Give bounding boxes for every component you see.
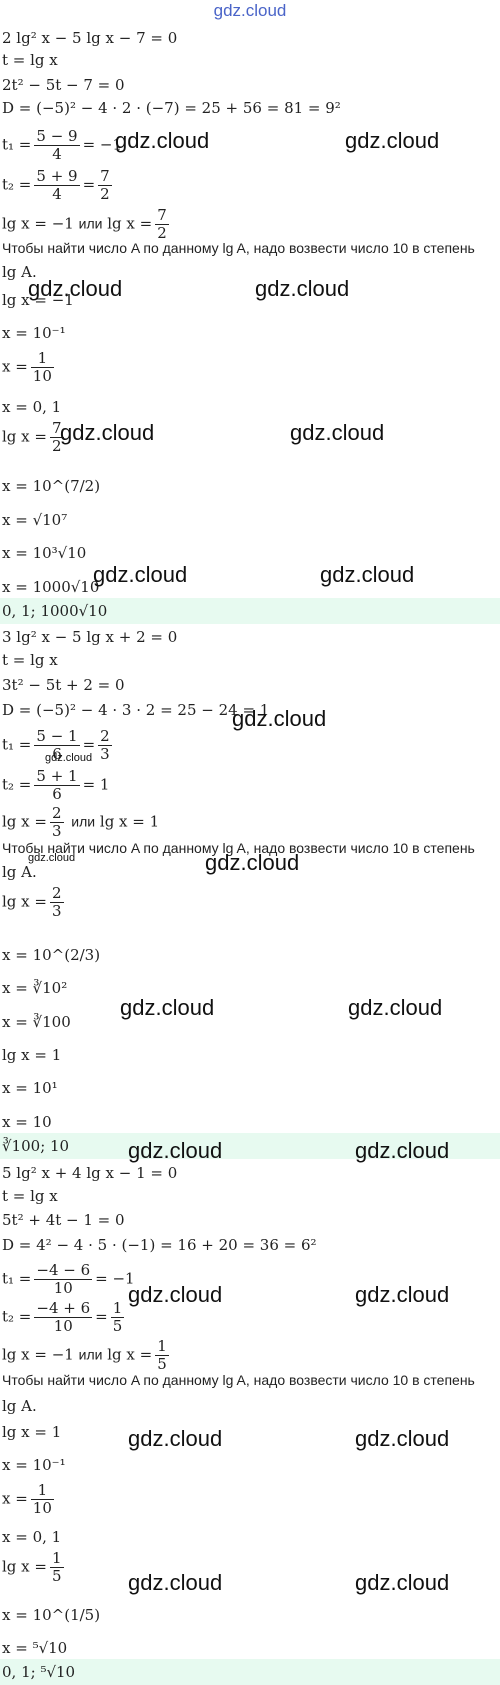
watermark: gdz.cloud [255,276,350,301]
watermark: gdz.cloud [348,995,443,1020]
step-b2-1: x = 10^(7/2) [2,477,101,495]
substitution-2: t = lg x [2,651,58,669]
substitution-1: t = lg x [2,51,58,69]
watermark: gdz.cloud [93,562,188,587]
step-b4-1: x = 10³√10 [2,544,87,562]
step-b2-2: x = 10¹ [2,1079,58,1097]
watermark: gdz.cloud [290,420,385,445]
step-a4-3: x = 0, 1 [2,1528,62,1546]
step-b3-1: x = √10⁷ [2,511,68,529]
discriminant-1: D = (−5)² − 4 · 2 · (−7) = 25 + 56 = 81 … [2,99,341,117]
watermark: gdz.cloud [355,1282,450,1307]
rule-text-2: Чтобы найти число A по данному lg A, над… [2,840,475,856]
step-a2-3: x = 10⁻¹ [2,1456,66,1474]
rule-text-1: Чтобы найти число A по данному lg A, над… [2,240,475,256]
watermark-small: gdz.cloud [45,752,93,764]
quadratic-1: 2t² − 5t − 7 = 0 [2,76,125,94]
watermark: gdz.cloud [205,850,300,875]
step-b2-3: x = 10^(1/5) [2,1606,101,1624]
watermark-small: gdz.cloud [28,852,76,864]
watermark: gdz.cloud [320,562,415,587]
answer-3: 0, 1; ⁵√10 [0,1659,500,1685]
quadratic-3: 5t² + 4t − 1 = 0 [2,1211,125,1229]
watermark: gdz.cloud [355,1426,450,1451]
lg-a-2: lg A. [2,863,37,881]
lg-a-1: lg A. [2,263,37,281]
step-a3-2: x = ∛10² [2,979,68,997]
step-a1-3: lg x = 1 [2,1423,62,1441]
watermark: gdz.cloud [128,1426,223,1451]
watermark: gdz.cloud [128,1138,223,1163]
substitution-3: t = lg x [2,1187,58,1205]
step-a1-1: lg x = −1 [2,291,74,309]
lg-a-3: lg A. [2,1397,37,1415]
answer-2: ∛100; 10 [0,1133,500,1159]
step-b3-3: x = ⁵√10 [2,1639,68,1657]
rule-text-3: Чтобы найти число A по данному lg A, над… [2,1372,475,1388]
watermark: gdz.cloud [345,128,440,153]
watermark: gdz.cloud [28,276,123,301]
watermark: gdz.cloud [60,420,155,445]
discriminant-2: D = (−5)² − 4 · 3 · 2 = 25 − 24 = 1 [2,701,270,719]
watermark: gdz.cloud [232,706,327,731]
step-b1-2: lg x = 1 [2,1046,62,1064]
equation-2: 3 lg² x − 5 lg x + 2 = 0 [2,628,178,646]
equation-1: 2 lg² x − 5 lg x − 7 = 0 [2,29,178,47]
step-b3-2: x = 10 [2,1113,52,1131]
step-a2-1: x = 10⁻¹ [2,324,66,342]
watermark: gdz.cloud [128,1570,223,1595]
watermark: gdz.cloud [120,995,215,1020]
watermark: gdz.cloud [355,1138,450,1163]
discriminant-3: D = 4² − 4 · 5 · (−1) = 16 + 20 = 36 = 6… [2,1236,317,1254]
watermark: gdz.cloud [128,1282,223,1307]
quadratic-2: 3t² − 5t + 2 = 0 [2,676,125,694]
site-header[interactable]: gdz.cloud [213,1,287,20]
watermark: gdz.cloud [355,1570,450,1595]
step-b5-1: x = 1000√10 [2,578,100,596]
step-a2-2: x = 10^(2/3) [2,946,101,964]
equation-3: 5 lg² x + 4 lg x − 1 = 0 [2,1164,178,1182]
step-a4-2: x = ∛100 [2,1013,71,1031]
answer-1: 0, 1; 1000√10 [0,598,500,624]
step-a4-1: x = 0, 1 [2,398,62,416]
watermark: gdz.cloud [115,128,210,153]
